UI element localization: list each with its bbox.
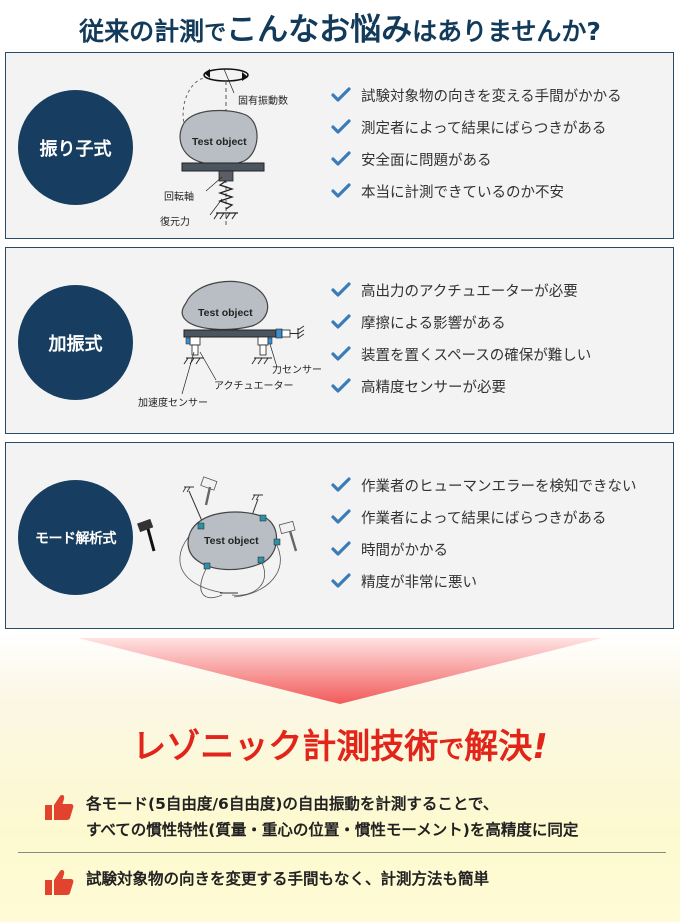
issue-list: 作業者のヒューマンエラーを検知できない 作業者によって結果にばらつきがある 時間… [331,469,671,597]
method-panel-excitation: 加振式 Test object [5,247,674,434]
check-icon [331,314,351,329]
check-icon [331,509,351,524]
check-icon [331,378,351,393]
solution-part-4: ! [532,727,548,767]
benefit-item: 各モード(5自由度/6自由度)の自由振動を計測することで、 すべての慣性特性(質… [44,791,578,843]
check-icon [331,541,351,556]
issue-item: 試験対象物の向きを変える手間がかかる [331,79,671,111]
label-rotation-axis: 回転軸 [164,190,194,203]
check-icon [331,119,351,134]
modal-illustration: Test object [134,443,334,630]
issue-item: 測定者によって結果にばらつきがある [331,111,671,143]
issue-item: 高出力のアクチュエーターが必要 [331,274,671,306]
label-restoring-force: 復元力 [160,215,190,228]
down-arrow-icon [0,632,680,710]
method-badge: 振り子式 [18,90,133,205]
issue-item: 作業者によって結果にばらつきがある [331,501,671,533]
benefit-text: 試験対象物の向きを変更する手間もなく、計測方法も簡単 [86,870,490,888]
issue-item: 摩擦による影響がある [331,306,671,338]
check-icon [331,477,351,492]
method-panel-pendulum: 振り子式 Test object [5,52,674,239]
divider [18,852,666,853]
thumbs-up-icon [45,795,74,820]
issue-item: 作業者のヒューマンエラーを検知できない [331,469,671,501]
solution-section [0,632,680,922]
label-force-sensor: 力センサー [272,363,322,376]
solution-heading: レゾニック計測技術で解決! [0,719,680,768]
check-icon [331,151,351,166]
label-accelerometer: 加速度センサー [138,396,208,409]
headline-part-1: 従来の計測 [79,17,205,46]
solution-part-2: で [438,735,465,765]
method-panel-modal-analysis: モード解析式 Test object [5,442,674,629]
issue-item: 精度が非常に悪い [331,565,671,597]
check-icon [331,183,351,198]
issue-item: 装置を置くスペースの確保が難しい [331,338,671,370]
issue-list: 高出力のアクチュエーターが必要 摩擦による影響がある 装置を置くスペースの確保が… [331,274,671,402]
solution-part-1: レゾニック計測技術 [132,727,439,767]
thumbs-up-icon [45,870,74,895]
method-badge: モード解析式 [18,480,133,595]
benefit-item: 試験対象物の向きを変更する手間もなく、計測方法も簡単 [44,866,489,896]
pendulum-diagram: Test object 固有振動数 回転軸 復元力 [160,68,288,228]
object-label: Test object [204,535,259,547]
object-label: Test object [192,136,247,148]
method-badge: 加振式 [18,285,133,400]
excitation-illustration: Test object [134,248,334,435]
solution-part-3: 解決 [464,727,533,767]
headline-part-4: はありませんか? [412,17,601,46]
issue-item: 高精度センサーが必要 [331,370,671,402]
headline-part-2: で [204,21,227,46]
label-natural-frequency: 固有振動数 [238,94,288,107]
pendulum-illustration: Test object 固有振動数 回転軸 復元力 [134,53,334,240]
benefit-text: 各モード(5自由度/6自由度)の自由振動を計測することで、 すべての慣性特性(質… [86,795,579,839]
object-label: Test object [198,307,253,319]
check-icon [331,282,351,297]
check-icon [331,573,351,588]
check-icon [331,87,351,102]
excitation-diagram: Test object [138,280,322,409]
modal-diagram: Test object [137,476,298,599]
issue-item: 時間がかかる [331,533,671,565]
down-arrow-shape [78,638,602,704]
issue-item: 本当に計測できているのか不安 [331,175,671,207]
headline-part-3: こんなお悩み [226,12,413,48]
label-actuator: アクチュエーター [214,380,294,392]
check-icon [331,346,351,361]
issue-item: 安全面に問題がある [331,143,671,175]
issue-list: 試験対象物の向きを変える手間がかかる 測定者によって結果にばらつきがある 安全面… [331,79,671,207]
headline: 従来の計測でこんなお悩みはありませんか? [0,0,680,48]
